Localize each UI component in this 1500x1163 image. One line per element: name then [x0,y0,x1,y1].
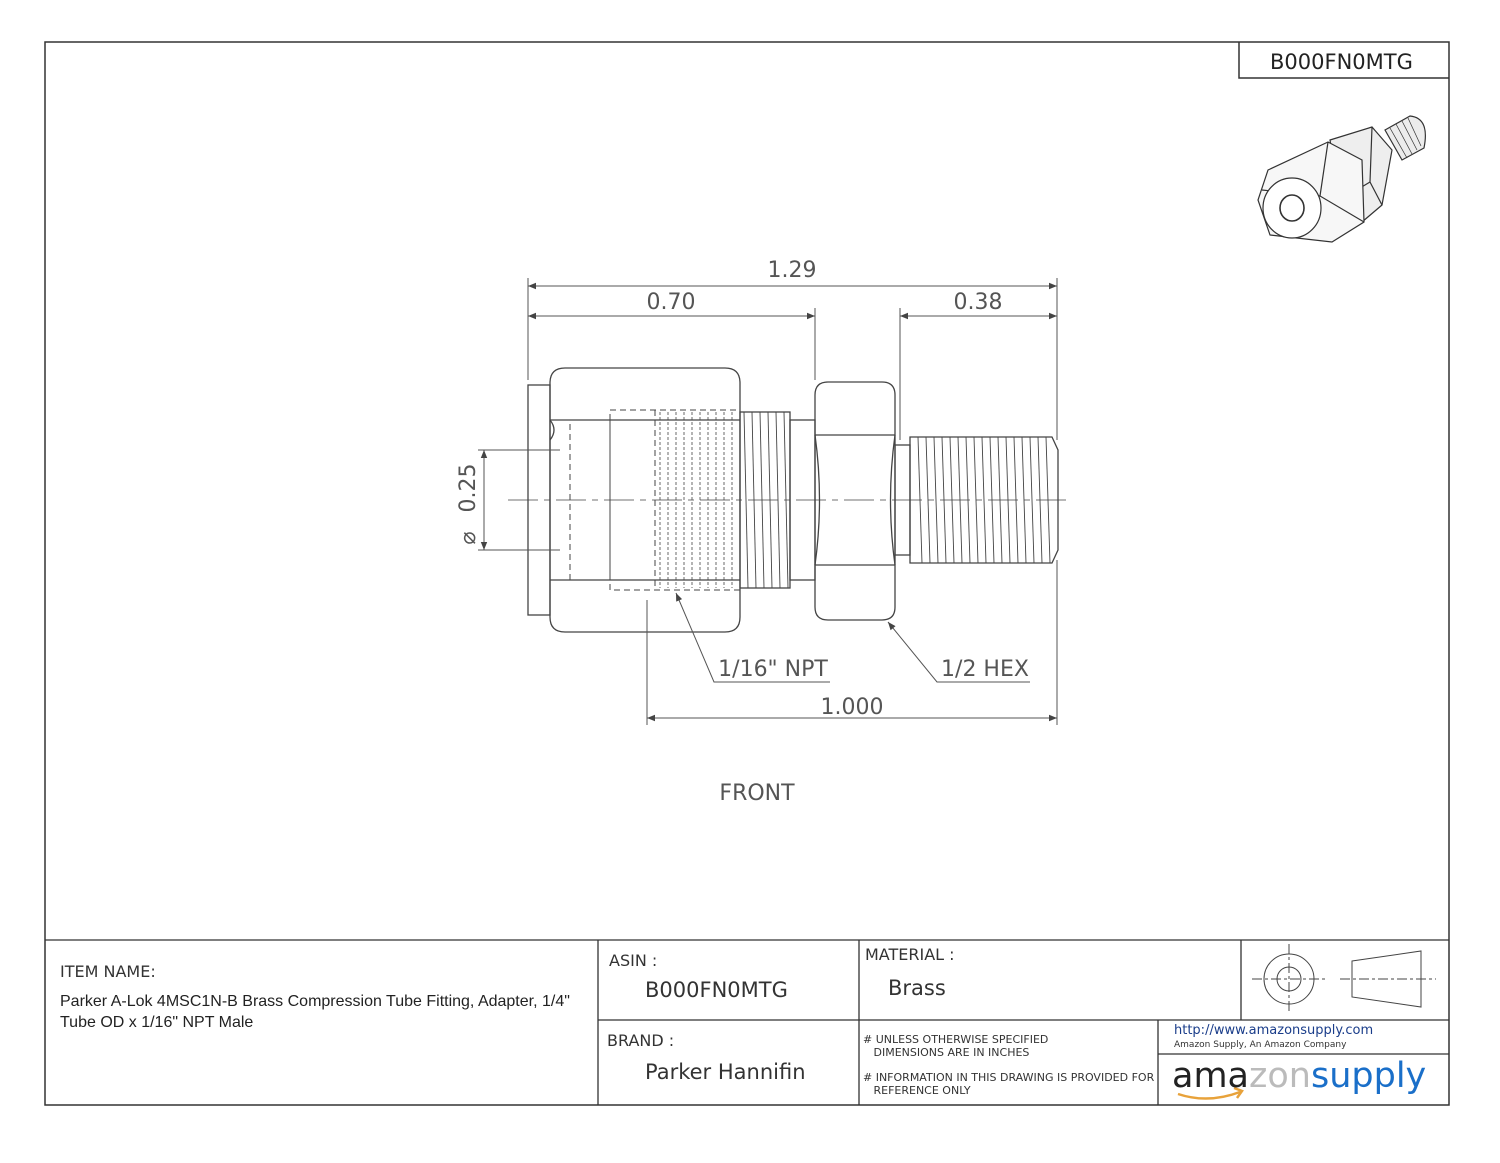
brand-label: BRAND : [607,1031,675,1050]
reference-note: # INFORMATION IN THIS DRAWING IS PROVIDE… [863,1071,1155,1097]
units-note: # UNLESS OTHERWISE SPECIFIED DIMENSIONS … [863,1033,1049,1059]
dim-thread-length: 0.38 [954,290,1003,315]
dimension-lines [478,278,1058,725]
brand-value: Parker Hannifin [645,1060,806,1084]
callout-thread-npt: 1/16" NPT [718,657,828,682]
material-label: MATERIAL : [865,945,955,964]
diameter-symbol: ⌀ [456,531,481,544]
title-block-grid [45,939,1449,1105]
supplier-tagline: Amazon Supply, An Amazon Company [1174,1040,1347,1050]
item-name-value: Parker A-Lok 4MSC1N-B Brass Compression … [60,993,570,1031]
asin-label: ASIN : [609,951,658,970]
item-name-label: ITEM NAME: [60,962,156,981]
dim-nut-length: 0.70 [647,290,696,315]
logo-smile-tip [1233,1086,1244,1099]
amazon-supply-logo: amazonsupply [1172,1056,1426,1096]
logo-part-ama: ama [1172,1056,1249,1096]
dim-reference-length: 1.000 [821,695,884,720]
dim-overall-length: 1.29 [768,258,817,283]
corner-asin-box [1238,42,1449,79]
logo-part-on: on [1267,1056,1311,1096]
isometric-fitting-image [1257,115,1426,243]
supplier-url-link[interactable]: http://www.amazonsupply.com [1174,1023,1374,1038]
logo-part-supply: supply [1310,1056,1427,1096]
material-value: Brass [888,976,946,1000]
logo-smile [1177,1090,1241,1100]
fitting-front-view [508,367,1070,633]
view-label: FRONT [719,781,795,806]
sheet-border [44,41,1450,1106]
asin-value: B000FN0MTG [645,978,788,1002]
logo-part-z: z [1249,1056,1268,1096]
callout-hex-size: 1/2 HEX [941,657,1029,682]
dim-tube-diameter: 0.25 [456,464,481,513]
corner-asin-label: B000FN0MTG [1270,50,1413,74]
projection-symbol [1252,944,1436,1014]
